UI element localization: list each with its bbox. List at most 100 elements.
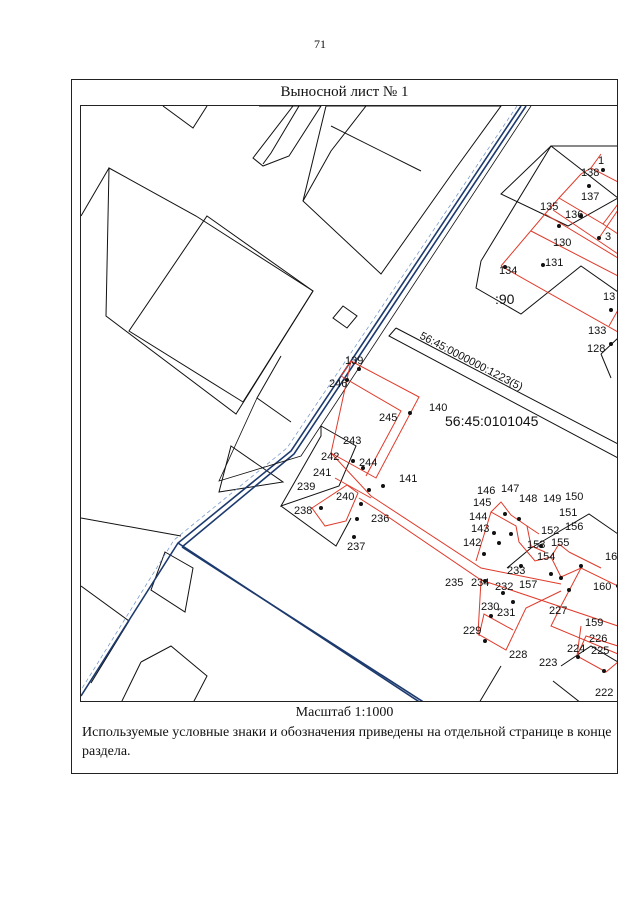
point-label: 131 (545, 257, 563, 269)
boundary-contour (340, 360, 402, 477)
survey-point (357, 367, 361, 371)
boundary-contour (602, 223, 617, 234)
scale-label: Масштаб 1:1000 (295, 705, 394, 720)
boundary-contour (358, 497, 382, 513)
point-label: 141 (399, 473, 417, 485)
building-contour (560, 645, 617, 667)
point-label: 245 (379, 412, 397, 424)
building-contour (475, 145, 617, 315)
survey-point (597, 236, 601, 240)
point-label: 234 (471, 577, 489, 589)
point-label: 232 (495, 581, 513, 593)
point-label: 136 (565, 209, 583, 221)
boundary-contour (330, 452, 562, 585)
building-contour (552, 680, 580, 701)
road-line (181, 546, 424, 701)
survey-point (609, 342, 613, 346)
survey-point (483, 639, 487, 643)
building-contour (279, 425, 357, 507)
survey-point (367, 488, 371, 492)
survey-point (609, 308, 613, 312)
point-label: 133 (588, 325, 606, 337)
point-label: 236 (371, 513, 389, 525)
survey-point (381, 484, 385, 488)
point-label: 139 (345, 355, 363, 367)
page-number: 71 (314, 37, 326, 51)
point-label: 159 (585, 617, 603, 629)
point-label: 155 (551, 537, 569, 549)
survey-point (351, 459, 355, 463)
point-label: 230 (481, 601, 499, 613)
point-label: 142 (463, 537, 481, 549)
building-contour (302, 106, 367, 202)
survey-point (579, 564, 583, 568)
survey-point (559, 576, 563, 580)
point-label: 151 (559, 507, 577, 519)
building-contour (140, 645, 208, 701)
building-contour (256, 355, 292, 423)
boundary-contour (544, 197, 617, 225)
building-contour (395, 327, 617, 445)
boundary-contour (530, 230, 617, 277)
boundary-contour (568, 551, 602, 569)
point-label: 157 (519, 579, 537, 591)
point-label: 237 (347, 541, 365, 553)
building-contour (259, 106, 300, 165)
point-label: 144 (469, 511, 487, 523)
boundary-contour (334, 477, 372, 499)
road-line (181, 106, 527, 548)
survey-point (319, 506, 323, 510)
building-contours (81, 106, 617, 701)
building-contour (150, 551, 194, 613)
point-label: 233 (507, 565, 525, 577)
survey-point (567, 588, 571, 592)
point-label: 160 (593, 581, 611, 593)
survey-point (519, 564, 523, 568)
point-label: 243 (343, 435, 361, 447)
survey-point (355, 517, 359, 521)
road-edge (218, 106, 532, 482)
building-contour (81, 585, 130, 684)
point-label: 134 (499, 265, 517, 277)
point-label: 241 (313, 467, 331, 479)
boundary-contour (478, 613, 514, 637)
point-label: 145 (473, 497, 491, 509)
sheet-title: Выносной лист № 1 (280, 84, 409, 100)
point-label: 222 (595, 687, 613, 699)
building-contour (330, 125, 422, 172)
point-label: 128 (587, 343, 605, 355)
boundary-contour (490, 501, 540, 535)
point-label: 1 (598, 155, 604, 167)
point-label: 224 (567, 643, 585, 655)
survey-point (511, 600, 515, 604)
boundary-contour (311, 484, 359, 527)
road-edge (218, 106, 532, 482)
survey-point (541, 263, 545, 267)
legend-note: Используемые условные знаки и обозначени… (82, 725, 612, 759)
building-contour (252, 106, 322, 167)
point-label: 229 (463, 625, 481, 637)
point-label: 246 (329, 378, 347, 390)
survey-point (503, 512, 507, 516)
boundary-contour (330, 360, 420, 479)
boundary-contour (558, 167, 592, 199)
survey-point (602, 669, 606, 673)
point-label: 235 (445, 577, 463, 589)
point-label: 149 (543, 493, 561, 505)
road-line (81, 106, 522, 697)
survey-point (549, 572, 553, 576)
building-contour (121, 661, 142, 701)
survey-point (408, 411, 412, 415)
road-parcel-label: 56:45:0000000:1223(5) (418, 330, 525, 393)
point-label: 244 (359, 457, 377, 469)
building-contour (530, 513, 617, 549)
survey-point (557, 224, 561, 228)
point-label: 226 (589, 633, 607, 645)
boundary-contour (576, 625, 617, 673)
road-lines (81, 106, 527, 701)
survey-points (319, 168, 617, 673)
survey-point (361, 466, 365, 470)
boundary-contour (477, 579, 562, 651)
boundary-contour (500, 265, 617, 333)
map-labels: 56:45:0101045 :90 56:45:0000000:1223(5) … (294, 155, 617, 699)
